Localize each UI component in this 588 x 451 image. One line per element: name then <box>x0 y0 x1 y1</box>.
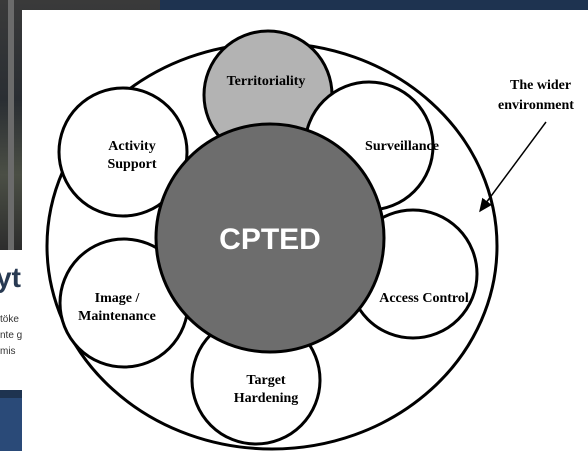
background-headline-fragment: yt <box>0 262 21 293</box>
activity-support-circle <box>57 86 189 218</box>
surveillance-label: Surveillance <box>365 139 439 154</box>
image-maintenance-label-line1: Image / <box>95 291 141 306</box>
cpted-center-label: CPTED <box>219 223 321 256</box>
activity-support-label-line1: Activity <box>108 139 155 154</box>
cpted-center-circle <box>154 122 386 354</box>
wider-environment-arrow <box>479 121 547 213</box>
territoriality-label: Territoriality <box>227 74 306 89</box>
target-hardening-label-line1: Target <box>246 373 285 388</box>
photo-pole <box>8 0 14 250</box>
wider-environment-label-line2: environment <box>498 98 574 113</box>
target-hardening-label-line2: Hardening <box>234 391 299 406</box>
cpted-diagram: CPTED Territoriality Surveillance Access… <box>45 29 574 451</box>
wider-environment-label-line1: The wider <box>510 78 571 93</box>
background-text-line: nte g <box>0 330 23 341</box>
access-control-label: Access Control <box>379 291 469 306</box>
image-maintenance-label-line2: Maintenance <box>78 309 156 324</box>
cpted-diagram-card: CPTED Territoriality Surveillance Access… <box>22 10 588 451</box>
background-text-line: töke <box>0 314 19 325</box>
background-text-line: mis <box>0 346 16 357</box>
activity-support-label-line2: Support <box>107 157 156 172</box>
